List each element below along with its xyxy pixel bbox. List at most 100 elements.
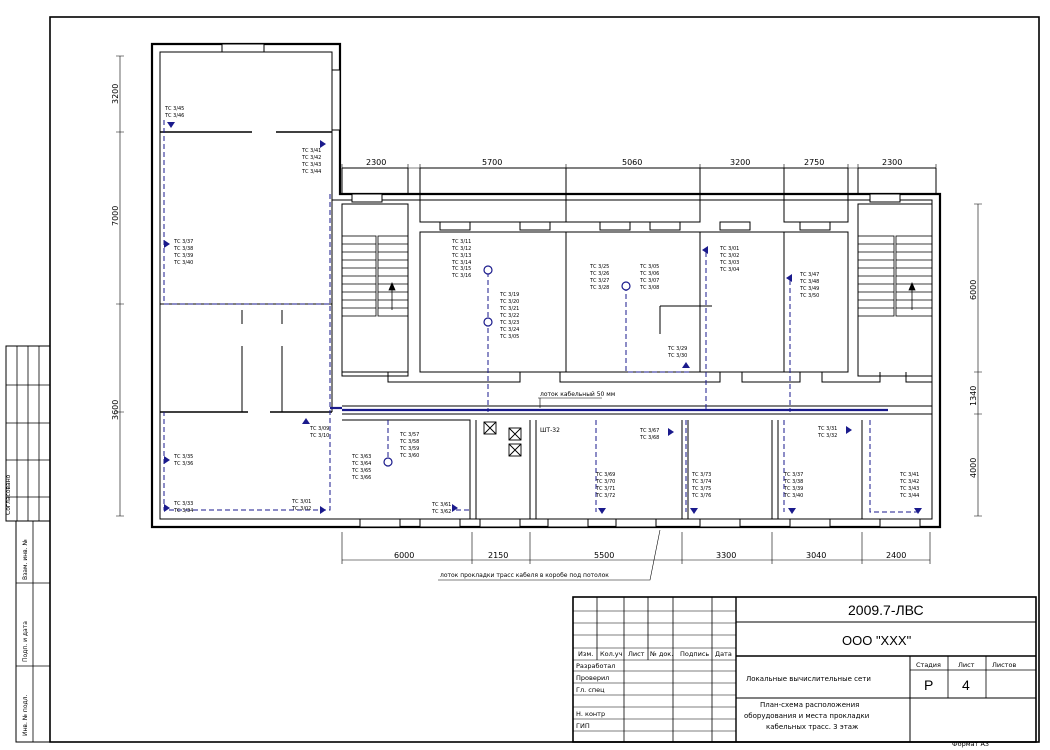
- outlet-code: ТС 3/75: [691, 486, 711, 492]
- outlet-code: ТС 3/13: [451, 253, 471, 259]
- outlet-code: ТС 3/43: [899, 486, 919, 492]
- label-group-b: ТС 3/41 ТС 3/42 ТС 3/43 ТС 3/44: [301, 148, 321, 175]
- outlet-code: ТС 3/62: [431, 509, 451, 515]
- outlet-code: ТС 3/23: [499, 320, 519, 326]
- outlet-code: ТС 3/07: [639, 278, 659, 284]
- dim-left-3: 3600: [111, 400, 120, 420]
- outlet-code: ТС 3/40: [173, 260, 193, 266]
- outlet-labels: ТС 3/45 ТС 3/46 ТС 3/41 ТС 3/42 ТС 3/43 …: [164, 106, 919, 515]
- label-group-o: ТС 3/47 ТС 3/48 ТС 3/49 ТС 3/50: [799, 272, 819, 299]
- side-label-approved: Согласовано: [5, 474, 12, 515]
- outlet-code: ТС 3/39: [173, 253, 193, 259]
- cable-tray-note: лоток кабельный 50 мм: [540, 391, 615, 398]
- rack-note: ШТ-32: [540, 427, 560, 434]
- stair-left: [341, 235, 409, 317]
- outlet-code: ТС 3/06: [639, 271, 659, 277]
- title-block: Изм. Кол.уч Лист № док. Подпись Дата Раз…: [572, 596, 1037, 748]
- footnote-note: лоток прокладки трасс кабеля в коробе по…: [440, 572, 609, 579]
- outlet-code: ТС 3/73: [691, 472, 711, 478]
- outlet-code: ТС 3/42: [899, 479, 919, 485]
- outlet-code: ТС 3/35: [173, 454, 193, 460]
- dimension-values: 2300 5700 5060 3200 2750 2300 6000 2150 …: [111, 84, 978, 560]
- outlet-code: ТС 3/12: [451, 246, 471, 252]
- outlet-code: ТС 3/19: [499, 292, 519, 298]
- dim-bottom-3: 5500: [594, 551, 614, 560]
- outlet-code: ТС 3/25: [589, 264, 609, 270]
- outlet-code: ТС 3/03: [719, 260, 739, 266]
- drawing-frame: [5, 16, 1040, 743]
- label-group-d: ТС 3/35 ТС 3/36: [173, 454, 193, 467]
- outlet-code: ТС 3/64: [351, 461, 371, 467]
- outlet-code: ТС 3/41: [301, 148, 321, 154]
- label-group-f: ТС 3/01 ТС 3/02: [291, 499, 311, 512]
- sheet-header: Лист: [958, 661, 975, 669]
- outlet-code: ТС 3/20: [499, 299, 519, 305]
- dim-top-3: 5060: [622, 158, 642, 167]
- outlet-code: ТС 3/72: [595, 493, 615, 499]
- col-header-list: Лист: [628, 650, 645, 658]
- col-header-sign: Подпись: [680, 650, 709, 658]
- outlet-code: ТС 3/58: [399, 439, 419, 445]
- label-group-x: ТС 3/41 ТС 3/42 ТС 3/43 ТС 3/44: [899, 472, 919, 499]
- label-group-m: ТС 3/29 ТС 3/30: [667, 346, 687, 359]
- dim-top-4: 3200: [730, 158, 750, 167]
- outlet-code: ТС 3/05: [639, 264, 659, 270]
- outlet-code: ТС 3/37: [783, 472, 803, 478]
- outlet-code: ТС 3/67: [639, 428, 659, 434]
- outlet-code: ТС 3/41: [899, 472, 919, 478]
- outlet-code: ТС 3/46: [164, 113, 184, 119]
- role-developer: Разработал: [576, 662, 615, 670]
- dim-left-2: 7000: [111, 206, 120, 226]
- cable-tray: [330, 406, 888, 412]
- outlet-code: ТС 3/01: [291, 499, 311, 505]
- stair-right: [857, 235, 933, 317]
- dim-top-1: 2300: [366, 158, 386, 167]
- outlet-code: ТС 3/76: [691, 493, 711, 499]
- label-group-k: ТС 3/25 ТС 3/26 ТС 3/27 ТС 3/28: [589, 264, 609, 291]
- outlet-code: ТС 3/43: [301, 162, 321, 168]
- dim-bottom-2: 2150: [488, 551, 508, 560]
- outlet-code: ТС 3/74: [691, 479, 711, 485]
- annotations: лоток кабельный 50 мм ШТ-32 лоток прокла…: [438, 391, 661, 581]
- col-header-date: Дата: [715, 650, 732, 658]
- dim-top-6: 2300: [882, 158, 902, 167]
- outlet-code: ТС 3/26: [589, 271, 609, 277]
- outlet-code: ТС 3/37: [173, 239, 193, 245]
- label-group-c: ТС 3/37 ТС 3/38 ТС 3/39 ТС 3/40: [173, 239, 193, 266]
- label-group-n: ТС 3/01 ТС 3/02 ТС 3/03 ТС 3/04: [719, 246, 739, 273]
- network-nodes: [383, 265, 631, 467]
- label-group-p: ТС 3/57 ТС 3/58 ТС 3/59 ТС 3/60: [399, 432, 419, 459]
- outlet-code: ТС 3/34: [173, 508, 193, 514]
- outlet-code: ТС 3/16: [451, 273, 471, 279]
- dim-bottom-4: 3300: [716, 551, 736, 560]
- label-group-s: ТС 3/69 ТС 3/70 ТС 3/71 ТС 3/72: [595, 472, 615, 499]
- outlet-code: ТС 3/29: [667, 346, 687, 352]
- col-header-izm: Изм.: [578, 650, 593, 658]
- label-group-u: ТС 3/73 ТС 3/74 ТС 3/75 ТС 3/76: [691, 472, 711, 499]
- system-name: Локальные вычислительные сети: [746, 675, 871, 683]
- outlet-code: ТС 3/21: [499, 306, 519, 312]
- col-header-doc: № док.: [649, 650, 673, 658]
- outlet-code: ТС 3/42: [301, 155, 321, 161]
- label-group-i: ТС 3/15 ТС 3/16: [451, 266, 471, 279]
- outlet-code: ТС 3/33: [173, 501, 193, 507]
- outlet-code: ТС 3/40: [783, 493, 803, 499]
- rack-equipment: [483, 421, 522, 457]
- outlet-code: ТС 3/27: [589, 278, 609, 284]
- stage-header: Стадия: [916, 661, 941, 669]
- role-gip: ГИП: [576, 722, 590, 730]
- organization-name: ООО "ХХХ": [842, 633, 912, 648]
- outlet-code: ТС 3/04: [719, 267, 739, 273]
- outlet-code: ТС 3/38: [783, 479, 803, 485]
- outlet-code: ТС 3/15: [451, 266, 471, 272]
- outlet-code: ТС 3/31: [817, 426, 837, 432]
- outlet-code: ТС 3/68: [639, 435, 659, 441]
- outlet-code: ТС 3/02: [719, 253, 739, 259]
- sheet-title-line-2: оборудования и места прокладки: [744, 712, 869, 720]
- label-group-h: ТС 3/11 ТС 3/12 ТС 3/13 ТС 3/14: [451, 239, 471, 266]
- outlet-code: ТС 3/45: [164, 106, 184, 112]
- outlet-code: ТС 3/61: [431, 502, 451, 508]
- outlet-code: ТС 3/36: [173, 461, 193, 467]
- label-group-v: ТС 3/37 ТС 3/38 ТС 3/39 ТС 3/40: [783, 472, 803, 499]
- sheets-header: Листов: [992, 661, 1016, 669]
